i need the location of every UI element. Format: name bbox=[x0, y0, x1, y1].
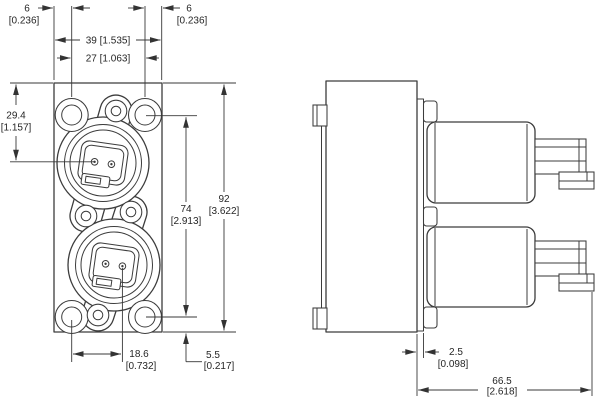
dim-label-in: [1.157] bbox=[1, 123, 32, 134]
dim-flange-thickness: 2.5 [0.098] bbox=[402, 333, 469, 396]
dim-label: 5.5 bbox=[206, 350, 220, 361]
front-view bbox=[53, 82, 163, 335]
dim-edge-to-hole-right: 6 [0.236] bbox=[128, 4, 208, 27]
dim-overall-depth: 66.5 [2.618] bbox=[418, 292, 593, 398]
flange-boss-bottom bbox=[422, 306, 438, 329]
dim-label: 29.4 bbox=[6, 111, 26, 122]
dim-label: 39 [1.535] bbox=[86, 36, 131, 47]
rear-tab-top bbox=[312, 104, 328, 127]
dim-hole-spacing-vertical: 74 [2.913] bbox=[146, 115, 202, 318]
dim-label: 74 bbox=[180, 204, 192, 215]
lower-pin-1 bbox=[101, 260, 110, 268]
dim-label-in: [0.732] bbox=[126, 361, 157, 372]
flange-boss-top bbox=[422, 100, 438, 123]
upper-pin-2 bbox=[107, 160, 116, 168]
lower-solenoid-body bbox=[426, 226, 536, 308]
dim-label: 6 bbox=[186, 4, 192, 15]
side-view bbox=[312, 80, 595, 333]
dim-edge-to-hole-left: 6 [0.236] bbox=[9, 4, 90, 27]
dim-overall-height: 92 [3.622] bbox=[163, 82, 240, 333]
dim-label: 66.5 bbox=[492, 376, 512, 387]
dim-label: 6 bbox=[24, 4, 30, 15]
valve-body-side bbox=[325, 80, 418, 333]
lower-connector-stub bbox=[534, 240, 595, 292]
dim-label-in: [2.913] bbox=[171, 216, 202, 227]
dim-label-in: [0.217] bbox=[204, 361, 235, 372]
flange-boss-middle bbox=[422, 206, 438, 227]
dim-hole-spacing-horizontal: 27 [1.063] bbox=[57, 54, 159, 65]
dim-label: 18.6 bbox=[129, 349, 149, 360]
upper-solenoid-body bbox=[426, 121, 536, 204]
dim-label-in: [2.618] bbox=[487, 387, 518, 398]
dim-label: 92 bbox=[218, 194, 230, 205]
dim-label-in: [0.236] bbox=[9, 16, 40, 27]
flange-ear-holes bbox=[74, 99, 143, 327]
dim-label: 2.5 bbox=[449, 347, 463, 358]
dim-label-in: [0.098] bbox=[438, 359, 469, 370]
upper-connector-port bbox=[56, 116, 150, 210]
dim-label-in: [0.236] bbox=[177, 16, 208, 27]
dimension-annotations: 6 [0.236] 6 [0.236] 39 [1.535] 27 [1.063… bbox=[1, 4, 593, 398]
rear-tab-bottom bbox=[312, 307, 328, 330]
dim-label: 27 [1.063] bbox=[86, 54, 131, 65]
dim-overall-width: 39 [1.535] bbox=[55, 36, 161, 47]
flange-plate-edge bbox=[417, 98, 424, 332]
mounting-holes bbox=[54, 97, 163, 335]
dim-top-to-port: 29.4 [1.157] bbox=[1, 82, 95, 163]
dim-hole-to-bottom: 5.5 [0.217] bbox=[183, 333, 235, 372]
upper-connector-stub bbox=[534, 138, 595, 190]
lower-connector-port bbox=[67, 218, 161, 312]
dim-label-in: [3.622] bbox=[209, 206, 240, 217]
dim-hole-to-port: 18.6 [0.732] bbox=[71, 268, 157, 372]
